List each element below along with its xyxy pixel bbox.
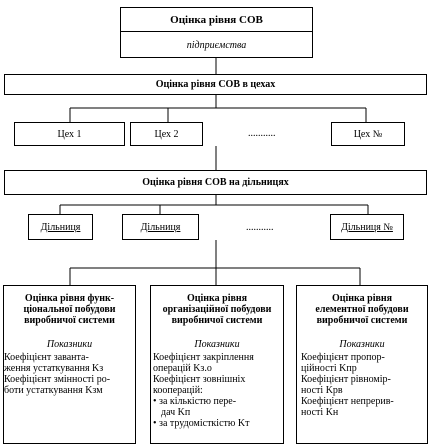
workshop-1-box: Цех 1 bbox=[14, 122, 125, 146]
elemental-line-2: ційності Kпр bbox=[301, 363, 357, 374]
organizational-line-5: • за кількістю пере- bbox=[153, 396, 237, 407]
workshop-dots: ........... bbox=[248, 128, 276, 139]
workshops-level-box: Оцінка рівня СОВ в цехах bbox=[4, 74, 427, 95]
enterprise-level-box: Оцінка рівня СОВ підприємства bbox=[120, 7, 313, 58]
organizational-line-4: кооперацій: bbox=[153, 385, 203, 396]
organizational-title-3: виробничої системи bbox=[171, 315, 263, 326]
workshop-2-box: Цех 2 bbox=[130, 122, 203, 146]
elemental-title-3: виробничої системи bbox=[316, 315, 408, 326]
functional-title-1: Оцінка рівня функ- bbox=[24, 293, 115, 304]
section-1-label: Дільниця bbox=[40, 221, 81, 233]
elemental-indicators-label: Показники bbox=[339, 339, 385, 350]
elemental-line-4: ності Kрв bbox=[301, 385, 343, 396]
workshop-n-box: Цех № bbox=[331, 122, 405, 146]
functional-line-1: Коефіцієнт заванта- bbox=[4, 352, 89, 363]
section-dots: ........... bbox=[246, 222, 274, 233]
section-2-label: Дільниця bbox=[140, 221, 181, 233]
organizational-line-7: • за трудомісткістю Kт bbox=[153, 418, 250, 429]
functional-indicators-label: Показники bbox=[46, 339, 93, 350]
functional-title-2: ціональної побудови bbox=[23, 304, 116, 315]
section-2-box: Дільниця bbox=[122, 214, 199, 240]
enterprise-level-title: Оцінка рівня СОВ bbox=[121, 8, 312, 32]
enterprise-level-subtitle: підприємства bbox=[186, 39, 247, 51]
functional-line-3: Коефіцієнт змінності ро- bbox=[4, 374, 111, 385]
organizational-title-2: організаційної побудови bbox=[162, 304, 272, 315]
sections-level-box: Оцінка рівня СОВ на дільницях bbox=[4, 170, 427, 195]
section-n-box: Дільниця № bbox=[330, 214, 404, 240]
organizational-indicators-label: Показники bbox=[194, 339, 240, 350]
elemental-structure-box: Оцінка рівня елементної побудови виробни… bbox=[296, 285, 428, 444]
elemental-line-1: Коефіцієнт пропор- bbox=[301, 352, 385, 363]
elemental-title-2: елементної побудови bbox=[315, 304, 409, 315]
functional-line-2: ження устаткування Kз bbox=[4, 363, 104, 374]
elemental-line-5: Коефіцієнт непрерив- bbox=[301, 396, 394, 407]
organizational-structure-box: Оцінка рівня організаційної побудови вир… bbox=[150, 285, 284, 444]
organizational-line-6: дач Kп bbox=[161, 407, 191, 418]
elemental-line-6: ності Kн bbox=[301, 407, 339, 418]
functional-title-3: виробничої системи bbox=[24, 315, 115, 326]
section-n-label: Дільниця № bbox=[341, 221, 393, 233]
section-1-box: Дільниця bbox=[28, 214, 93, 240]
organizational-title-1: Оцінка рівня bbox=[186, 293, 248, 304]
functional-line-4: боти устаткування Kзм bbox=[4, 385, 103, 396]
organizational-line-1: Коефіцієнт закріплення bbox=[153, 352, 254, 363]
organizational-line-2: операцій Kз.о bbox=[153, 363, 212, 374]
organizational-line-3: Коефіцієнт зовнішніх bbox=[153, 374, 246, 385]
elemental-line-3: Коефіцієнт рівномір- bbox=[301, 374, 391, 385]
elemental-title-1: Оцінка рівня bbox=[331, 293, 393, 304]
functional-structure-box: Оцінка рівня функ- ціональної побудови в… bbox=[3, 285, 136, 444]
